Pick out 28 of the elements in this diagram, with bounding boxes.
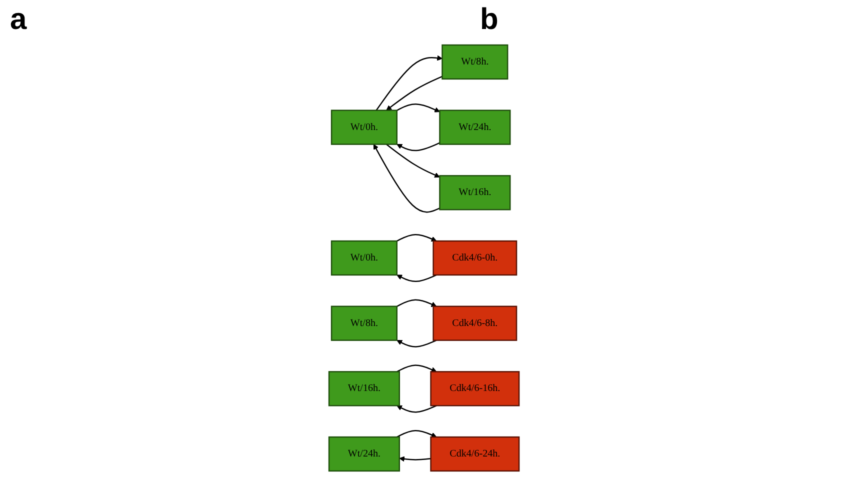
- node-box: Wt/8h.: [330, 306, 398, 341]
- panel-letter: b: [480, 4, 498, 36]
- arrow: [396, 364, 437, 372]
- node-box: Cdk4/6-8h.: [432, 306, 518, 341]
- node-box: Wt/16h.: [439, 175, 511, 210]
- node-box: Cdk4/6-24h.: [430, 436, 520, 472]
- node-box: Wt/24h.: [328, 436, 400, 472]
- arrow: [386, 76, 442, 111]
- arrow: [396, 104, 440, 112]
- arrow: [373, 144, 440, 213]
- node-box: Wt/0h.: [330, 110, 398, 145]
- arrow: [396, 340, 437, 348]
- arrow: [386, 144, 440, 178]
- arrow: [396, 430, 437, 438]
- node-box: Wt/0h.: [330, 240, 398, 276]
- node-box: Wt/8h.: [442, 44, 508, 80]
- panel-letter: a: [10, 4, 27, 36]
- arrow: [396, 234, 437, 242]
- node-box: Cdk4/6-16h.: [430, 371, 520, 406]
- node-box: Wt/24h.: [439, 110, 511, 145]
- node-box: Wt/16h.: [328, 371, 400, 406]
- arrow: [376, 55, 442, 111]
- arrow: [396, 142, 440, 152]
- arrow: [396, 299, 437, 307]
- arrow: [396, 405, 437, 413]
- arrow: [399, 456, 431, 462]
- node-box: Cdk4/6-0h.: [432, 240, 518, 276]
- arrow: [396, 274, 437, 282]
